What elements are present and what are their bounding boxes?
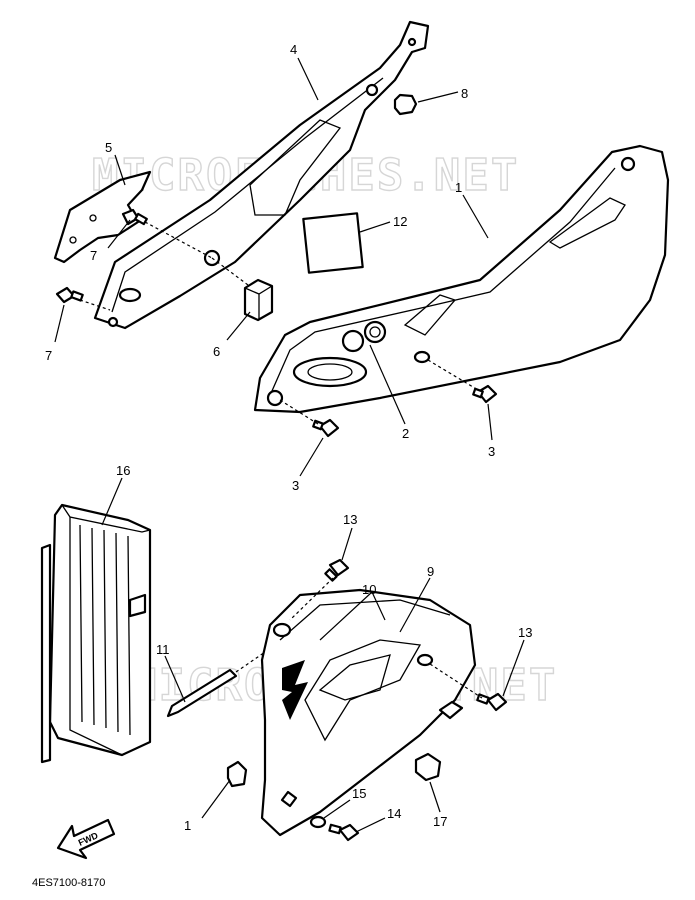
part-1-clip [226, 760, 248, 788]
callout-16: 16 [116, 463, 130, 478]
callout-8: 8 [461, 86, 468, 101]
leader-lines [54, 57, 525, 833]
callout-7-upper: 7 [90, 248, 97, 263]
part-4-side-bracket [93, 20, 430, 330]
part-3-bolt-left [312, 418, 340, 438]
assembly-line-13-top [289, 577, 334, 621]
assembly-line-6 [211, 257, 249, 286]
callout-7-lower: 7 [45, 348, 52, 363]
part-7-bolt-upper [121, 208, 148, 226]
callout-12: 12 [393, 214, 407, 229]
callout-6: 6 [213, 344, 220, 359]
callout-1-bottom: 1 [184, 818, 191, 833]
fwd-arrow-icon: FWD [56, 818, 116, 860]
callout-3-right: 3 [488, 444, 495, 459]
part-13-bolt-top [324, 558, 350, 582]
callout-17: 17 [433, 814, 447, 829]
part-13-bolt-right [476, 692, 508, 712]
callout-9: 9 [427, 564, 434, 579]
callout-2: 2 [402, 426, 409, 441]
callout-1-top: 1 [455, 180, 462, 195]
part-1-side-cover [253, 144, 670, 414]
part-17-nut [414, 752, 442, 782]
assembly-line-7-lower [79, 299, 111, 311]
assembly-line-7-upper [144, 221, 213, 259]
callout-3-left: 3 [292, 478, 299, 493]
callout-10: 10 [362, 582, 376, 597]
part-12-label [302, 212, 364, 274]
callout-14: 14 [387, 806, 401, 821]
part-3-bolt-right [472, 384, 498, 404]
part-8-grommet [393, 93, 418, 116]
callout-11: 11 [156, 642, 170, 657]
part-9-shroud [260, 588, 477, 837]
part-5-plate [53, 170, 152, 264]
assembly-line-3-left [279, 399, 319, 425]
part-6-damper [243, 278, 274, 322]
callout-15: 15 [352, 786, 366, 801]
callout-5: 5 [105, 140, 112, 155]
part-11-rod [166, 668, 238, 718]
part-15-washer [309, 815, 327, 829]
callout-13-right: 13 [518, 625, 532, 640]
part-16-radiator-guard [40, 503, 152, 764]
assembly-line-13-right [429, 663, 483, 699]
part-7-bolt-lower [55, 286, 84, 304]
diagram-code: 4ES7100-8170 [32, 877, 105, 889]
callout-13-top: 13 [343, 512, 357, 527]
assembly-line-3-right [427, 359, 479, 391]
callout-4: 4 [290, 42, 297, 57]
part-14-bolt [328, 823, 360, 842]
